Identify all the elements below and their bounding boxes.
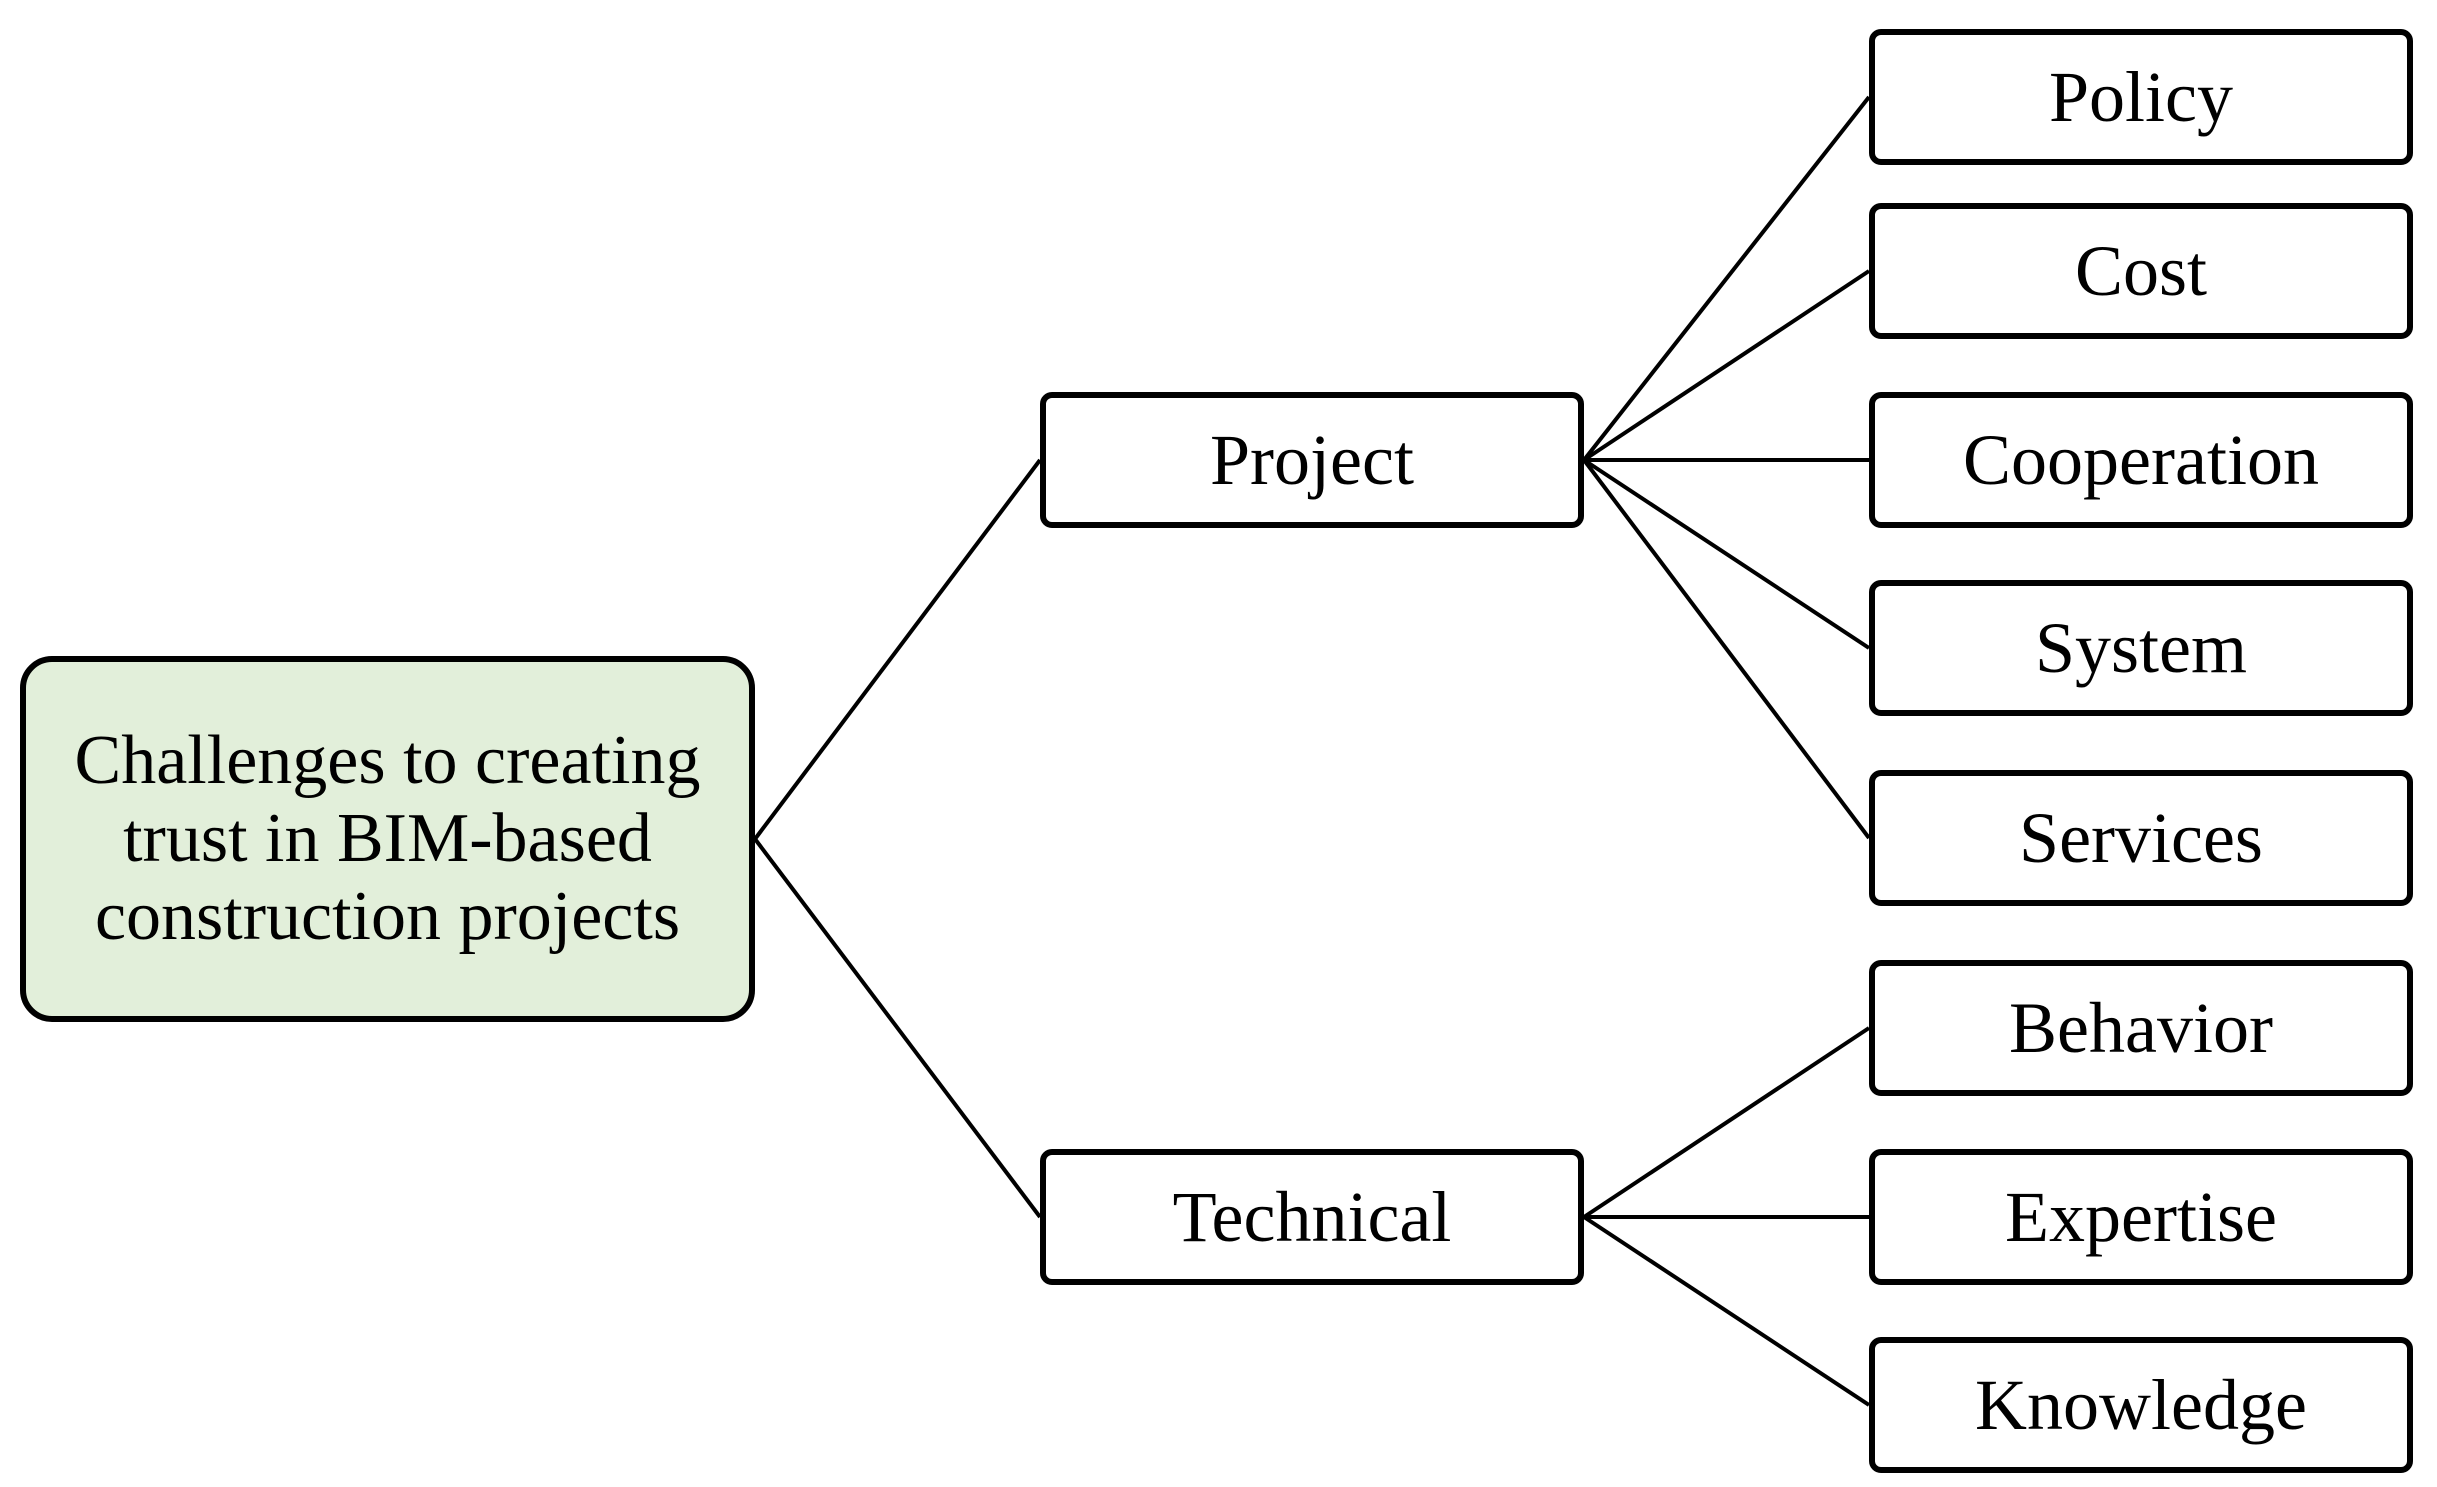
- leaf-label-cooperation: Cooperation: [1963, 420, 2319, 500]
- connector-technical-knowledge: [1582, 1215, 1871, 1407]
- category-label-project: Project: [1210, 420, 1414, 500]
- leaf-node-cost: Cost: [1869, 203, 2413, 339]
- connector-root-technical: [753, 837, 1042, 1219]
- category-node-technical: Technical: [1040, 1149, 1584, 1285]
- connector-project-policy: [1582, 95, 1871, 462]
- leaf-node-cooperation: Cooperation: [1869, 392, 2413, 528]
- leaf-label-services: Services: [2019, 798, 2263, 878]
- connector-technical-behavior: [1582, 1026, 1871, 1219]
- leaf-label-expertise: Expertise: [2005, 1177, 2277, 1257]
- leaf-node-knowledge: Knowledge: [1869, 1337, 2413, 1473]
- leaf-label-behavior: Behavior: [2009, 988, 2273, 1068]
- connector-project-services: [1582, 458, 1871, 840]
- leaf-node-expertise: Expertise: [1869, 1149, 2413, 1285]
- connector-root-project: [753, 458, 1042, 841]
- category-label-technical: Technical: [1172, 1177, 1452, 1257]
- leaf-node-policy: Policy: [1869, 29, 2413, 165]
- connector-project-system: [1582, 458, 1871, 650]
- leaf-label-system: System: [2034, 608, 2248, 688]
- leaf-node-behavior: Behavior: [1869, 960, 2413, 1096]
- leaf-node-services: Services: [1869, 770, 2413, 906]
- leaf-label-cost: Cost: [2074, 231, 2208, 311]
- root-node-label: Challenges to creating trust in BIM-base…: [74, 722, 701, 955]
- leaf-node-system: System: [1869, 580, 2413, 716]
- root-node: Challenges to creating trust in BIM-base…: [20, 656, 755, 1022]
- category-node-project: Project: [1040, 392, 1584, 528]
- connector-project-cost: [1582, 269, 1871, 462]
- leaf-label-knowledge: Knowledge: [1975, 1365, 2307, 1445]
- leaf-label-policy: Policy: [2048, 57, 2233, 137]
